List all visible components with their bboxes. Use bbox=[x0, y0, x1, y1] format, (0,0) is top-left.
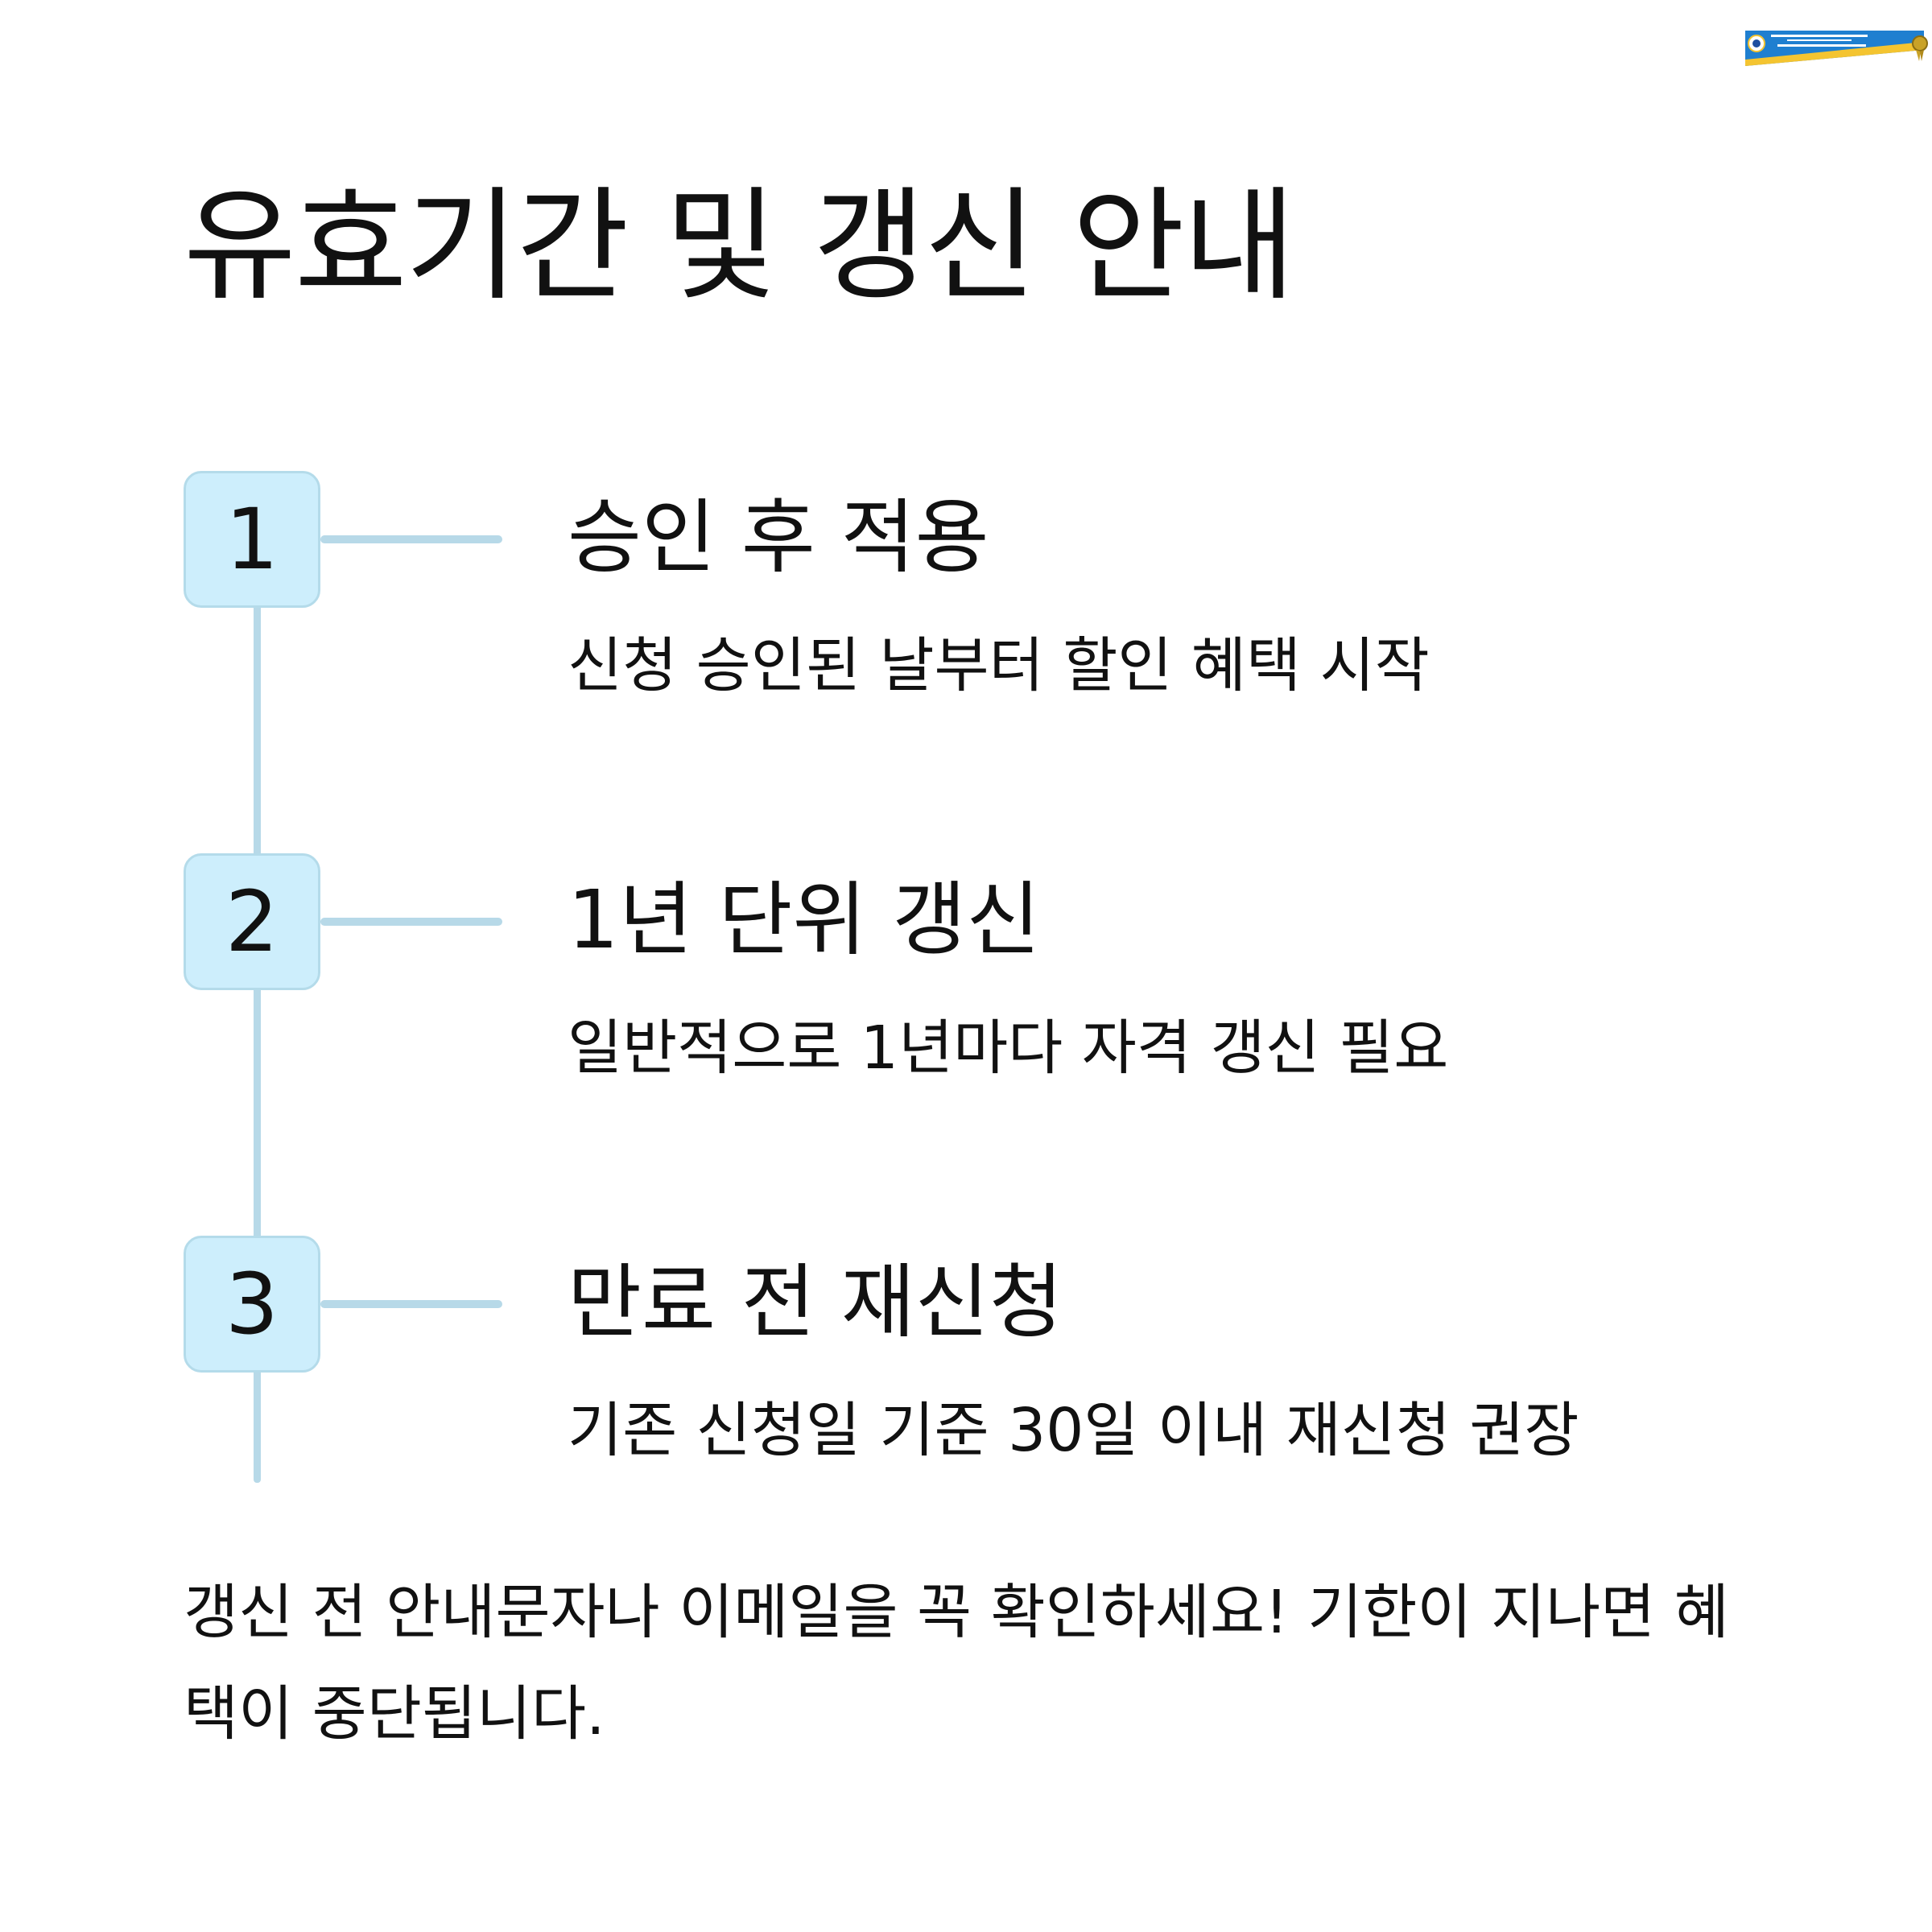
step-title: 만료 전 재신청 bbox=[568, 1255, 1063, 1349]
timeline-step-3: 3 만료 전 재신청 기존 신청일 기준 30일 이내 재신청 권장 bbox=[0, 1236, 1932, 1525]
step-title: 1년 단위 갱신 bbox=[568, 873, 1041, 967]
timeline-step-1: 1 승인 후 적용 신청 승인된 날부터 할인 혜택 시작 bbox=[0, 471, 1932, 761]
step-connector bbox=[320, 535, 502, 543]
step-title: 승인 후 적용 bbox=[568, 490, 989, 584]
timeline-step-2: 2 1년 단위 갱신 일반적으로 1년마다 자격 갱신 필요 bbox=[0, 853, 1932, 1143]
footer-note: 갱신 전 안내문자나 이메일을 꼭 확인하세요! 기한이 지나면 혜택이 중단됩… bbox=[184, 1578, 1729, 1748]
step-number-badge: 1 bbox=[184, 471, 320, 608]
step-description: 기존 신청일 기준 30일 이내 재신청 권장 bbox=[568, 1396, 1579, 1465]
step-connector bbox=[320, 1300, 502, 1308]
step-number-badge: 3 bbox=[184, 1236, 320, 1373]
page-title: 유효기간 및 갱신 안내 bbox=[184, 175, 1296, 317]
step-description: 일반적으로 1년마다 자격 갱신 필요 bbox=[568, 1013, 1449, 1083]
institution-logo-icon bbox=[1745, 27, 1932, 69]
timeline-line bbox=[254, 596, 261, 1483]
step-connector bbox=[320, 918, 502, 926]
step-description: 신청 승인된 날부터 할인 혜택 시작 bbox=[568, 631, 1430, 700]
step-number-badge: 2 bbox=[184, 853, 320, 990]
